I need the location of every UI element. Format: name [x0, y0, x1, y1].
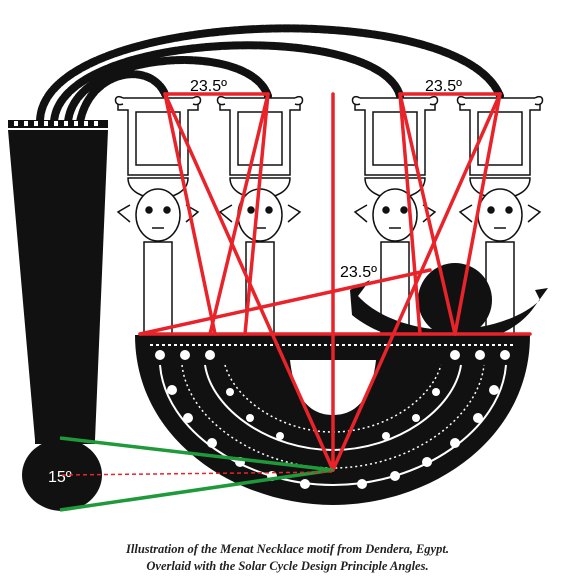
menat-diagram: 15º: [8, 24, 548, 512]
hathor-head-4: [456, 95, 544, 338]
caption-line-2: Overlaid with the Solar Cycle Design Pri…: [146, 559, 429, 573]
top-left-angle-label: 23.5º: [190, 78, 227, 95]
beaded-cords: [36, 24, 504, 126]
cord-2: [50, 41, 404, 126]
counterpoise-angle-lines: [59, 436, 334, 512]
figure-caption: Illustration of the Menat Necklace motif…: [0, 541, 575, 575]
cord-1: [36, 24, 504, 126]
cord-3: [64, 56, 272, 126]
caption-line-1: Illustration of the Menat Necklace motif…: [126, 542, 449, 556]
sun-disc-with-horns: [350, 263, 548, 345]
top-right-angle-label: 23.5º: [425, 78, 462, 95]
solar-cycle-design-lines: [138, 92, 532, 472]
hathor-head-1: [114, 95, 202, 338]
counterpoise-dashed-line: [61, 471, 334, 476]
counterpoise-handle: [8, 120, 108, 444]
cord-4: [76, 70, 169, 126]
sun-disc: [418, 263, 492, 337]
middle-angle-label: 23.5º: [340, 264, 377, 281]
counterpoise-angle-label: 15º: [48, 469, 72, 486]
